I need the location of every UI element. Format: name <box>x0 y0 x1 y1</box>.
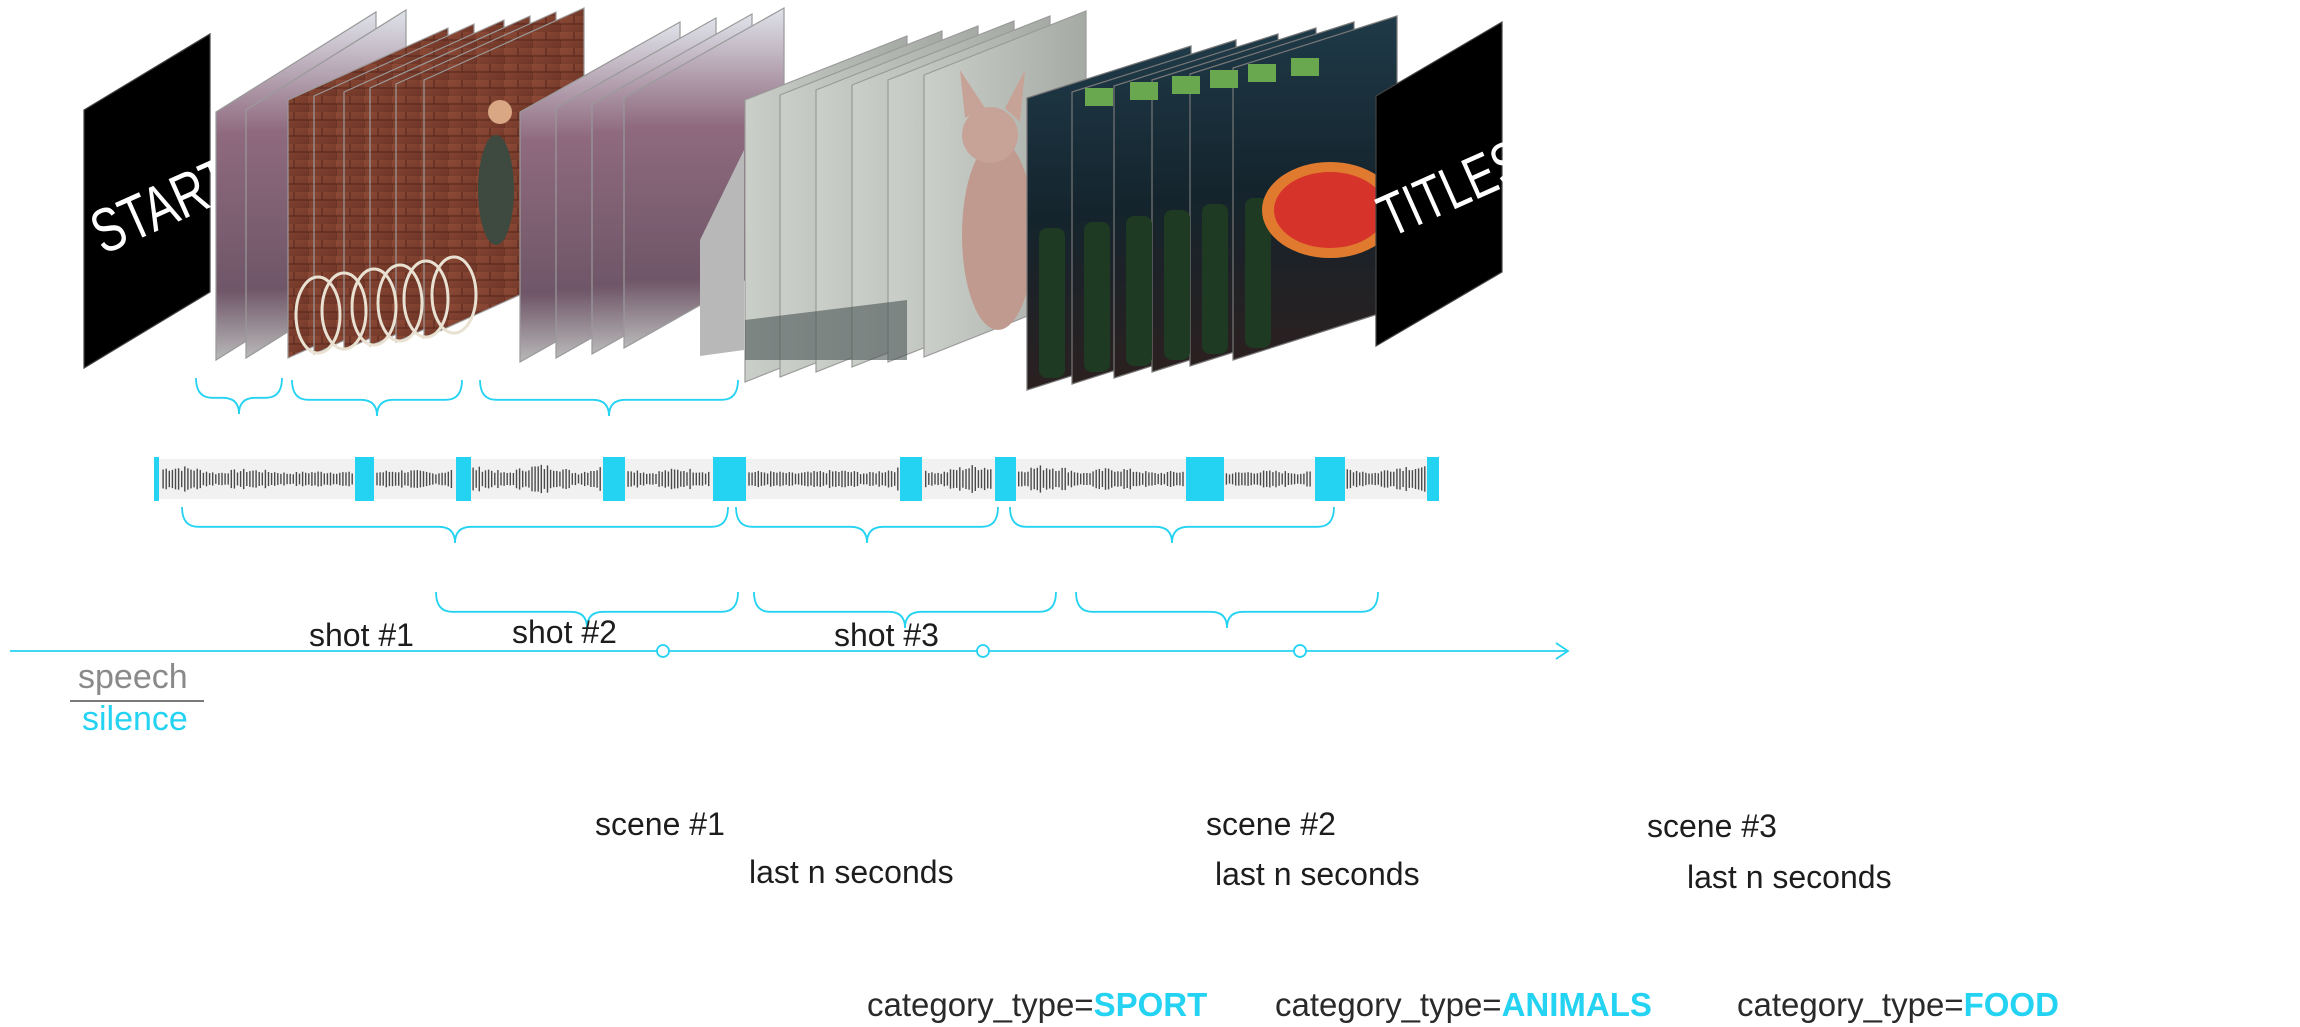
bottle-shape <box>1245 198 1271 348</box>
figure-shape <box>478 135 514 245</box>
bike-wheel <box>430 255 478 335</box>
shot-label-3: shot #3 <box>834 617 939 653</box>
window-shape <box>1130 82 1158 100</box>
last-seconds-brace-3 <box>1075 591 1379 629</box>
audio-track <box>154 457 1439 501</box>
figure-head <box>488 100 512 124</box>
window-shape <box>1291 58 1319 76</box>
silence-block <box>456 457 471 501</box>
street-road <box>700 150 744 356</box>
silence-block <box>154 457 159 501</box>
scene-brace-3 <box>1009 506 1335 544</box>
silence-block <box>603 457 625 501</box>
category-value-animals: ANIMALS <box>1501 986 1652 1023</box>
scene-brace-1 <box>181 506 729 544</box>
window-shape <box>1248 64 1276 82</box>
timeline-marker-icon <box>656 644 670 658</box>
bike-wheel <box>294 275 342 355</box>
bottle-shape <box>1039 228 1065 378</box>
last-seconds-label-1: last n seconds <box>749 854 954 890</box>
titles-frame <box>1375 20 1503 348</box>
category-prefix: category_type= <box>1737 986 1964 1023</box>
window-shape <box>1085 88 1113 106</box>
bottle-shape <box>1164 210 1190 360</box>
start-frame <box>83 32 211 370</box>
category-prefix: category_type= <box>867 986 1094 1023</box>
silence-block <box>355 457 374 501</box>
cat-frame-floor <box>745 300 907 360</box>
shot-brace-3 <box>479 379 739 417</box>
bike-wheel <box>320 271 368 351</box>
category-label-1: category_type=SPORT <box>867 986 1207 1024</box>
legend-speech-label: speech <box>78 658 188 696</box>
shot-label-2: shot #2 <box>512 614 617 650</box>
shot-brace-2 <box>291 379 463 417</box>
bottle-shape <box>1126 216 1152 366</box>
timeline-arrow-icon <box>1555 642 1570 660</box>
timeline <box>10 642 1570 660</box>
shot-brace-1 <box>195 377 283 415</box>
silence-block <box>713 457 746 501</box>
cat-body <box>962 140 1034 330</box>
scene-label-3: scene #3 <box>1647 808 1777 844</box>
silence-block <box>1315 457 1345 501</box>
cat-ear <box>960 70 985 118</box>
last-seconds-brace-1 <box>435 591 739 629</box>
legend-silence-label: silence <box>82 700 188 738</box>
category-value-sport: SPORT <box>1093 986 1208 1023</box>
bottle-shape <box>1202 204 1228 354</box>
scene-braces <box>181 506 1379 629</box>
bike-wheel <box>376 263 424 343</box>
silence-block <box>900 457 922 501</box>
last-seconds-brace-2 <box>753 591 1057 629</box>
silence-block <box>1186 457 1224 501</box>
bike-wheel <box>402 259 450 339</box>
window-shape <box>1210 70 1238 88</box>
category-label-2: category_type=ANIMALS <box>1275 986 1652 1024</box>
bottle-shape <box>1084 222 1110 372</box>
scene-label-2: scene #2 <box>1206 806 1336 842</box>
last-seconds-label-3: last n seconds <box>1687 859 1892 895</box>
category-label-3: category_type=FOOD <box>1737 986 2059 1024</box>
scene-label-1: scene #1 <box>595 806 725 842</box>
category-prefix: category_type= <box>1275 986 1502 1023</box>
shot-label-1: shot #1 <box>309 617 414 653</box>
silence-block <box>995 457 1016 501</box>
bike-wheel <box>350 267 398 347</box>
scene-brace-2 <box>735 506 999 544</box>
shot-braces <box>195 377 739 417</box>
cat-ear <box>1005 70 1025 122</box>
timeline-marker-icon <box>976 644 990 658</box>
last-seconds-label-2: last n seconds <box>1215 856 1420 892</box>
timeline-marker-icon <box>1293 644 1307 658</box>
legend-divider <box>70 700 204 702</box>
silence-block <box>1427 457 1439 501</box>
cat-head <box>962 107 1018 163</box>
window-shape <box>1172 76 1200 94</box>
pizza-topping <box>1274 172 1386 248</box>
category-value-food: FOOD <box>1963 986 2059 1023</box>
